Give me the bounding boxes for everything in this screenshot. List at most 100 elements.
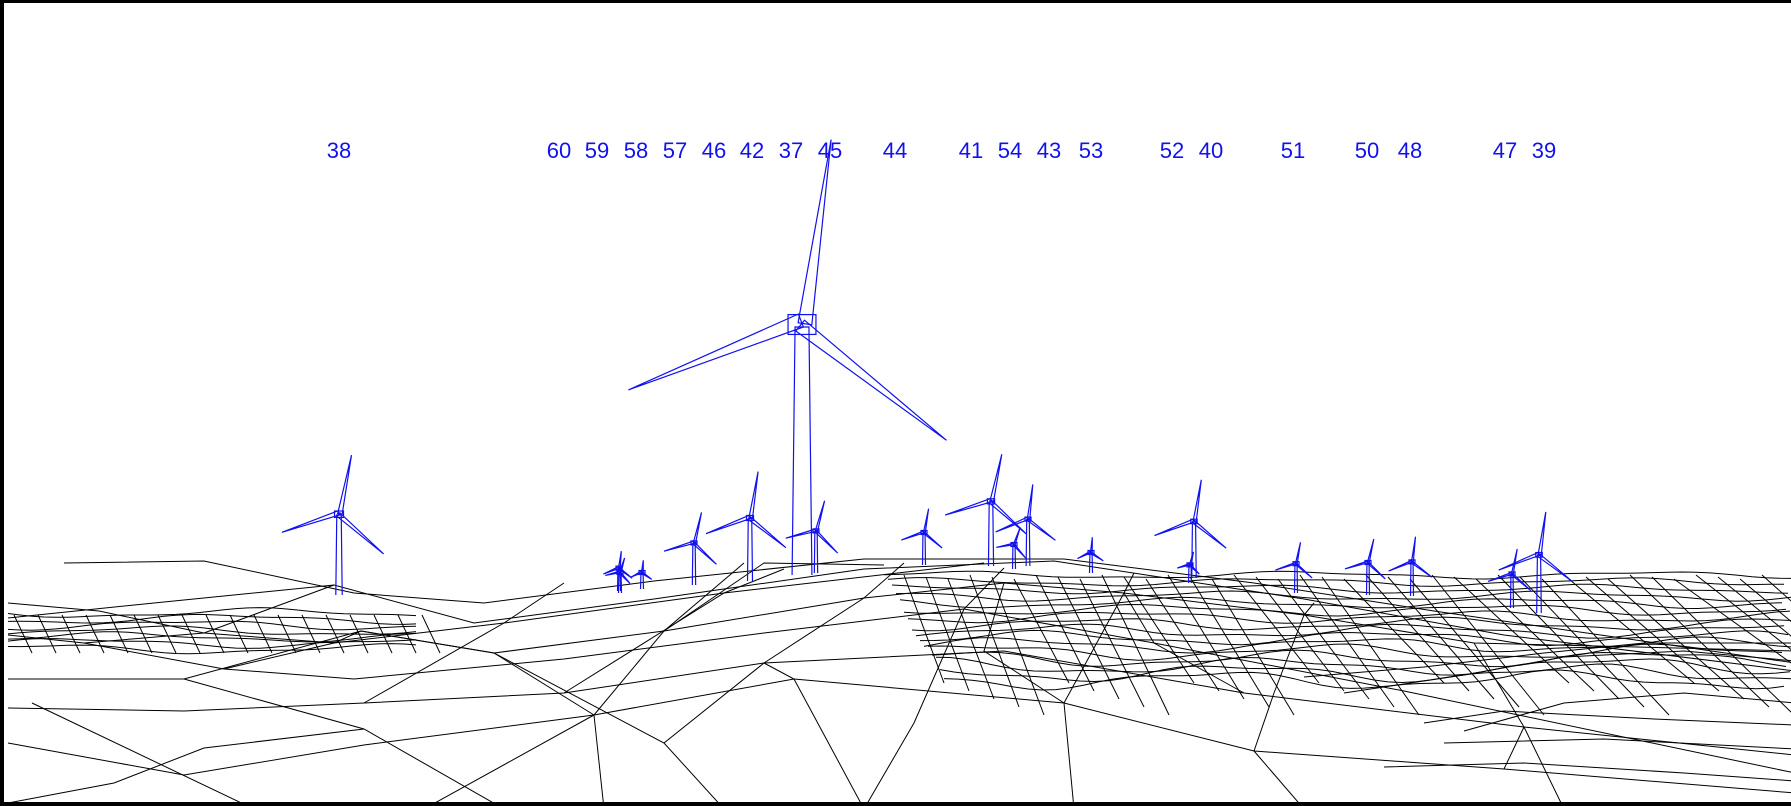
terrain-contour	[1303, 642, 1791, 678]
turbine-tower	[921, 532, 927, 566]
turbine-tower	[1293, 563, 1299, 594]
terrain-meridian	[31, 702, 241, 802]
turbine-60	[603, 551, 633, 592]
terrain-meridian	[1211, 578, 1295, 716]
terrain-wireframe	[7, 558, 1791, 802]
turbine-57	[663, 512, 717, 586]
terrain-meridian	[83, 584, 335, 644]
turbine-label: 39	[1532, 138, 1556, 163]
terrain-meridian	[325, 614, 345, 654]
terrain-meridian	[181, 614, 201, 654]
terrain-meridian	[1431, 574, 1545, 716]
turbine-blade	[1410, 536, 1417, 563]
terrain-meridian	[1519, 576, 1645, 708]
turbine-blade	[630, 570, 644, 578]
terrain-meridian	[37, 614, 57, 654]
turbine-blade	[1536, 552, 1573, 583]
turbine-tower	[335, 514, 343, 596]
terrain-meridian	[1189, 576, 1270, 708]
turbine-blade	[336, 511, 385, 555]
terrain-contour	[63, 558, 1791, 663]
terrain-ridge	[923, 636, 1791, 654]
terrain-meridian	[1145, 578, 1220, 692]
terrain-meridian	[223, 630, 362, 670]
turbine-blade	[1191, 519, 1227, 549]
terrain-meridian	[1717, 576, 1791, 637]
turbine-blade	[814, 500, 826, 532]
terrain-ridge	[7, 638, 417, 649]
turbine-label: 57	[663, 138, 687, 163]
turbine-label: 59	[585, 138, 609, 163]
turbine-tower	[1088, 552, 1094, 574]
turbine-label: 52	[1160, 138, 1184, 163]
turbine-label: 50	[1355, 138, 1379, 163]
terrain-meridian	[1473, 642, 1525, 770]
terrain-meridian	[1475, 578, 1595, 692]
terrain-meridian	[1541, 578, 1670, 716]
terrain-meridian	[1253, 750, 1299, 802]
terrain-meridian	[983, 582, 1074, 802]
terrain-meridian	[205, 614, 225, 654]
terrain-meridian	[133, 614, 153, 654]
turbine-blade	[944, 497, 993, 516]
terrain-ridge	[7, 625, 417, 635]
turbine-blade	[1498, 551, 1541, 571]
turbine-41	[996, 527, 1027, 570]
terrain-meridian	[1739, 578, 1791, 623]
turbine-blade	[813, 529, 839, 554]
turbine-42	[628, 139, 947, 576]
turbine-blade	[336, 454, 353, 516]
terrain-meridian	[1233, 574, 1320, 684]
terrain-contour	[1423, 710, 1791, 726]
terrain-contour	[1463, 692, 1791, 732]
terrain-meridian	[1651, 576, 1791, 713]
turbine-50	[1388, 536, 1433, 597]
terrain-ridge	[891, 583, 1789, 595]
terrain-meridian	[969, 574, 1020, 708]
terrain-meridian	[1079, 578, 1145, 708]
turbine-tower	[1409, 561, 1415, 597]
terrain-ridge	[7, 631, 417, 643]
turbine-blade	[1077, 550, 1093, 560]
turbine-45	[901, 508, 943, 566]
terrain-meridian	[1057, 576, 1120, 700]
turbine-43	[1077, 537, 1104, 574]
turbine-label: 58	[624, 138, 648, 163]
turbine-label: 51	[1281, 138, 1305, 163]
terrain-contour	[7, 560, 1791, 672]
turbine-tower	[691, 542, 697, 586]
turbine-label: 42	[740, 138, 764, 163]
terrain-contour	[7, 608, 1791, 773]
turbine-tower	[1187, 564, 1193, 584]
terrain-meridian	[1299, 574, 1395, 708]
terrain-meridian	[360, 630, 719, 802]
turbine-label: 48	[1398, 138, 1422, 163]
terrain-meridian	[421, 614, 441, 654]
turbine-blade	[705, 514, 752, 535]
turbine-40	[1275, 542, 1313, 594]
terrain-contour	[1383, 762, 1791, 782]
turbine-54	[995, 484, 1056, 567]
terrain-ridge	[939, 663, 1791, 684]
terrain-meridian	[1523, 726, 1562, 802]
terrain-meridian	[903, 574, 945, 684]
turbine-blade	[748, 471, 759, 519]
turbine-blade	[922, 508, 930, 534]
terrain-ridge	[927, 643, 1783, 661]
terrain-meridian	[1035, 574, 1095, 692]
terrain-meridian	[563, 568, 785, 694]
turbine-47	[1498, 511, 1573, 614]
terrain-meridian	[301, 614, 321, 654]
turbine-label: 43	[1037, 138, 1061, 163]
terrain-meridian	[1343, 578, 1445, 684]
terrain-meridian	[61, 614, 81, 654]
turbine-blade	[1410, 560, 1433, 578]
turbine-blade	[1294, 542, 1302, 565]
turbine-tower	[987, 501, 995, 567]
turbine-blade	[692, 512, 703, 544]
terrain-meridian	[1255, 576, 1345, 692]
turbine-label: 60	[547, 138, 571, 163]
turbine-blade	[1510, 548, 1518, 575]
terrain-meridian	[1123, 592, 1245, 694]
